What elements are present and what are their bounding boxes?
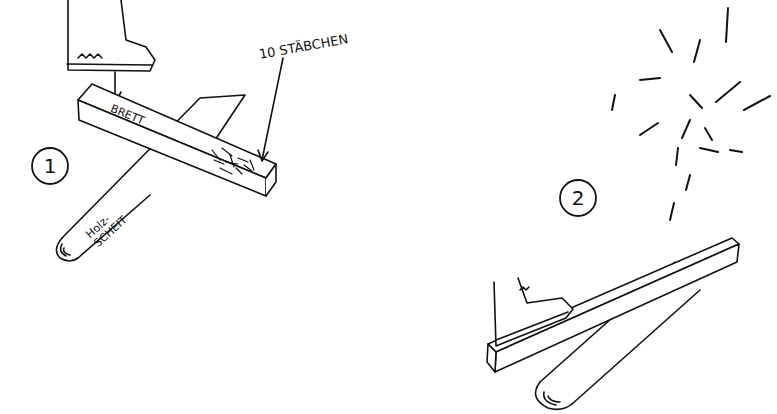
log-end [56, 238, 78, 261]
log-rings [544, 392, 560, 405]
boot-outline [494, 278, 573, 346]
arrow-head [258, 150, 268, 161]
boot-sole [67, 64, 152, 65]
boot-sole [496, 312, 568, 340]
board-front [78, 100, 266, 196]
boot [494, 278, 573, 346]
panel-number-text: 1 [30, 146, 70, 186]
panel-number: 2 [558, 178, 598, 218]
stick-lines [612, 8, 770, 220]
sketch-label: 10 STÄBCHEN [258, 24, 398, 62]
sketch-label: Holz- SCHEIT [84, 191, 146, 250]
board-end [266, 164, 276, 196]
board-end [487, 344, 496, 372]
panel-number-text: 2 [558, 178, 598, 218]
boot-laces [520, 287, 529, 290]
sticks [212, 148, 254, 174]
stick-lines [212, 148, 254, 174]
panel-number: 1 [30, 146, 70, 186]
board [487, 238, 739, 372]
board-front [495, 244, 739, 372]
leader-line [262, 58, 283, 160]
flying-sticks [612, 8, 770, 220]
log-end [536, 382, 573, 409]
boot [67, 0, 155, 71]
log-rings [61, 244, 70, 256]
boot-laces [78, 54, 102, 58]
board [78, 84, 276, 196]
board-top [488, 238, 739, 352]
boot-outline [68, 0, 155, 71]
